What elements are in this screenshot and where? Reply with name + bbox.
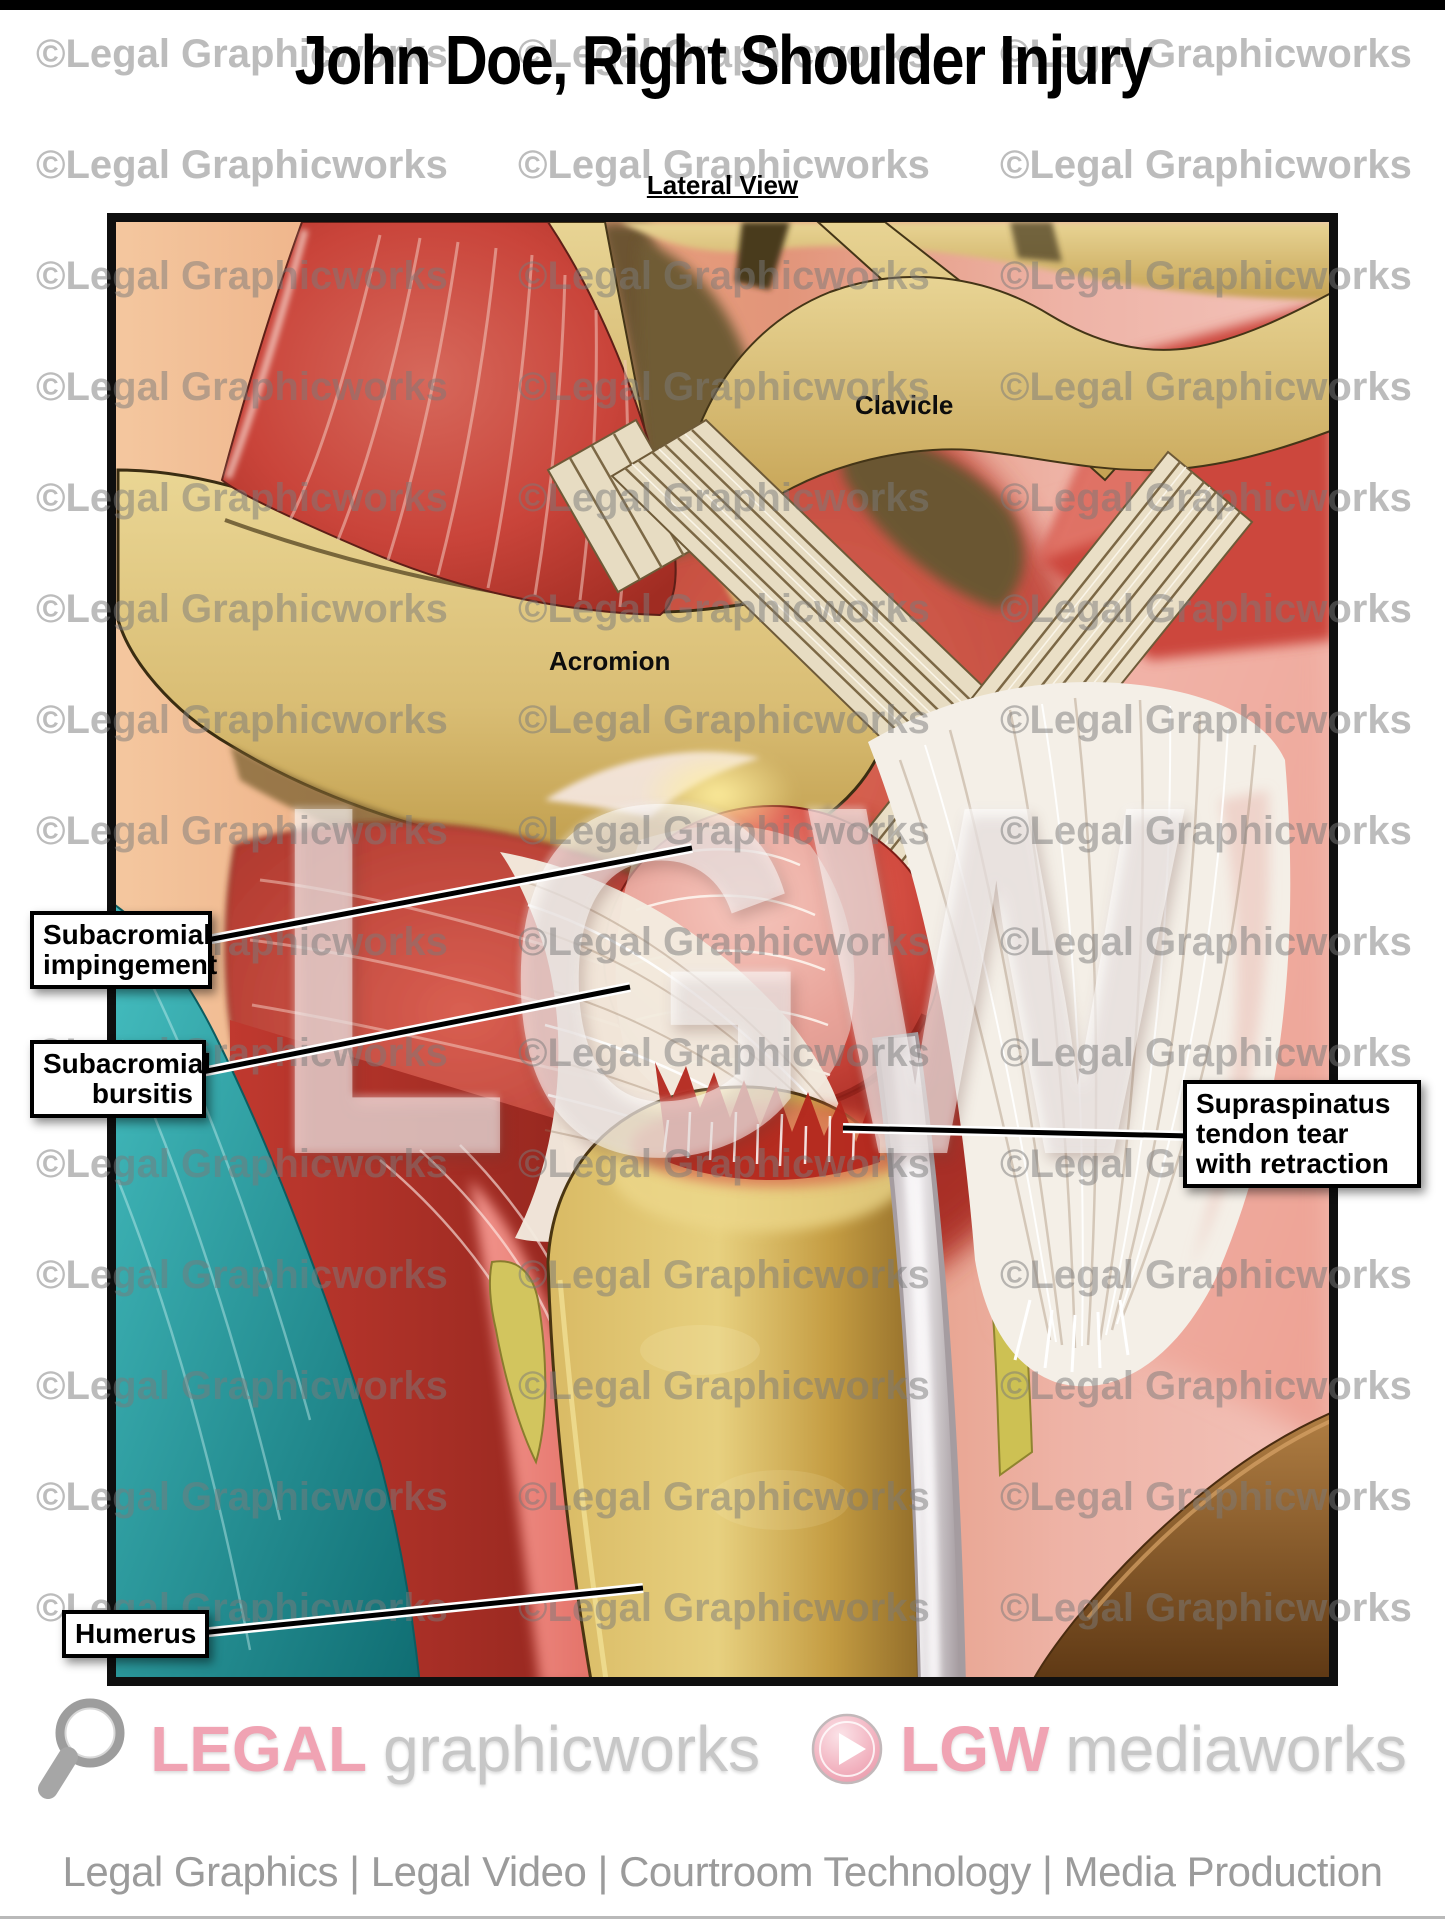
scapula-edge-sliver — [488, 1260, 547, 1465]
footer-brand-row: LEGAL graphicworks LGW mediaworks — [0, 1694, 1445, 1804]
deltoid-muscle — [220, 222, 677, 617]
magnifier-icon — [38, 1698, 125, 1799]
impingement-glow — [640, 747, 796, 843]
brand-lgw: LGW — [900, 1713, 1050, 1785]
page-title-text: John Doe, Right Shoulder Injury — [294, 21, 1152, 99]
footer-tagline: Legal Graphics | Legal Video | Courtroom… — [62, 1848, 1383, 1895]
view-label: Lateral View — [646, 170, 799, 200]
leader-bursitis — [201, 984, 631, 1075]
latissimus-brown-tissue — [1033, 1412, 1329, 1677]
top-bar — [0, 0, 1445, 10]
leader-humerus — [189, 1585, 644, 1637]
brand-graphicworks: graphicworks — [383, 1713, 761, 1785]
biceps-tendon — [872, 1032, 966, 1677]
bottom-rule — [0, 1916, 1445, 1919]
callout-humerus: Humerus — [62, 1610, 210, 1658]
callout-subacromial-impingement: Subacromial impingement — [30, 911, 217, 989]
brand-mediaworks: mediaworks — [1065, 1713, 1407, 1785]
page-title: John Doe, Right Shoulder Injury — [0, 20, 1445, 100]
infraspinatus-tendon-fan — [868, 681, 1291, 1387]
leader-tear — [842, 1125, 1191, 1139]
play-icon — [811, 1713, 883, 1785]
leader-impingement — [206, 845, 693, 943]
lgw-logo-watermark: LGW — [268, 700, 1185, 1259]
brand-legal: LEGAL — [150, 1713, 368, 1785]
callout-subacromial-bursitis: Subacromial bursitis — [30, 1040, 211, 1118]
label-clavicle: Clavicle — [855, 390, 954, 420]
callout-supraspinatus-tear: Supraspinatus tendon tear with retractio… — [1183, 1080, 1421, 1188]
label-acromion: Acromion — [549, 646, 671, 676]
